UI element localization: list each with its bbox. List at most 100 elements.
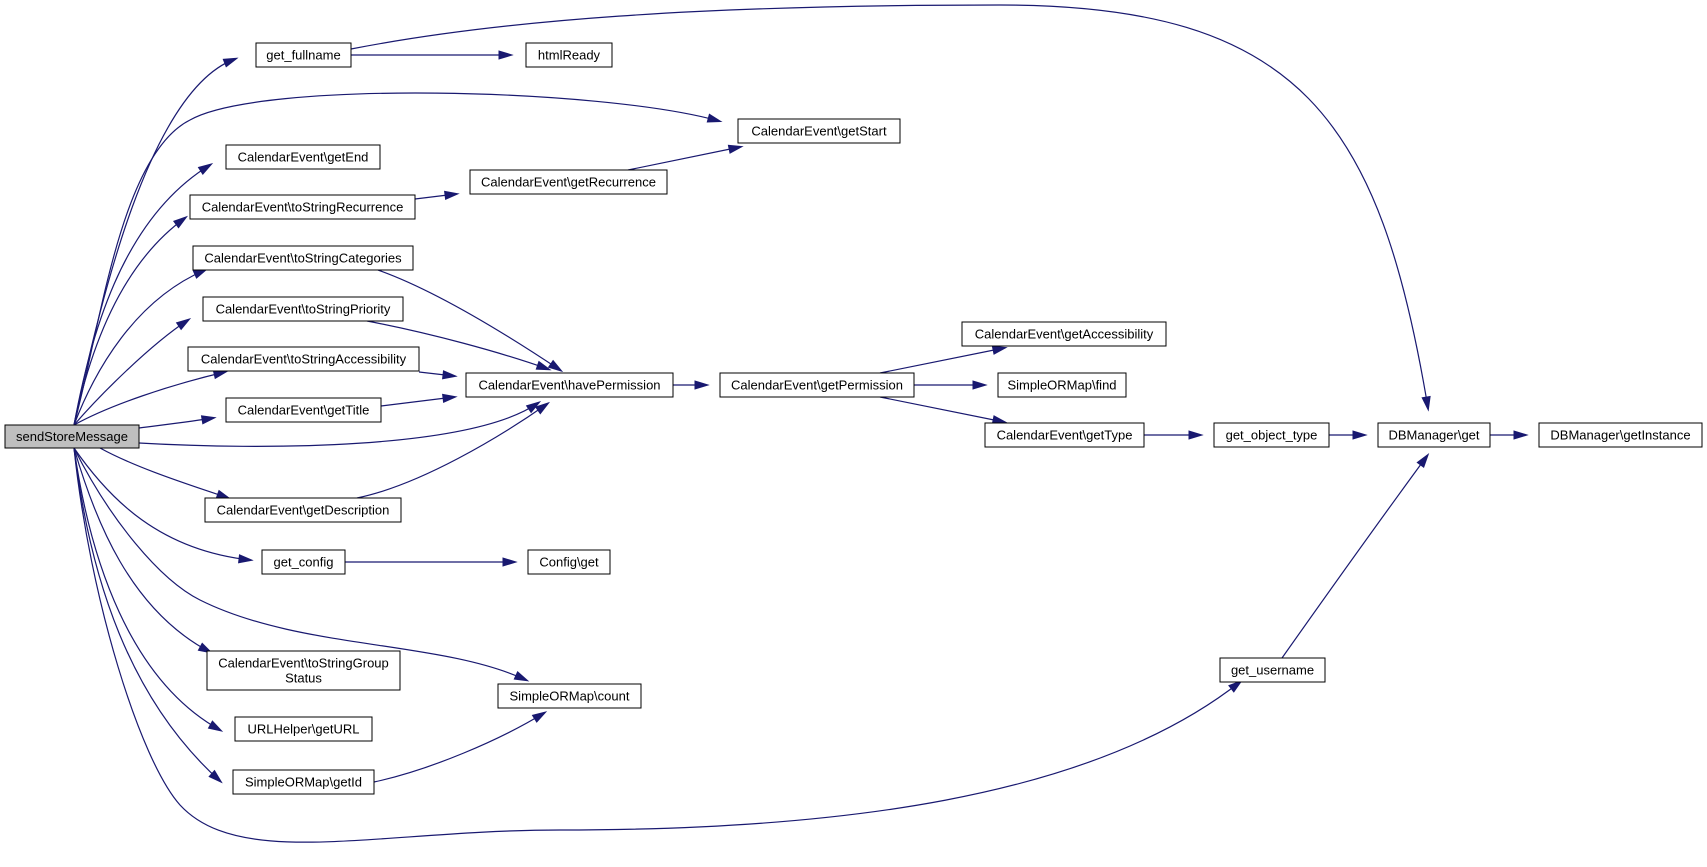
node-box xyxy=(719,372,915,398)
node-label: CalendarEvent\getDescription xyxy=(217,503,390,518)
node-box xyxy=(1213,422,1330,448)
node-label: CalendarEvent\getType xyxy=(997,428,1133,443)
arrowhead-icon xyxy=(212,370,229,380)
node-dbGetInstance[interactable]: DBManager\getInstance xyxy=(1538,422,1703,448)
node-label: CalendarEvent\toStringCategories xyxy=(204,251,402,266)
node-configGet[interactable]: Config\get xyxy=(527,549,611,575)
edge-getDescription-to-havePermission xyxy=(356,401,550,499)
node-box xyxy=(1219,657,1326,683)
node-label: CalendarEvent\getEnd xyxy=(238,150,369,165)
edge-getPermission-to-getType xyxy=(879,396,1008,425)
node-label: get_config xyxy=(274,555,334,570)
node-sendStoreMessage[interactable]: sendStoreMessage xyxy=(4,424,140,449)
edge-sendStoreMessage-to-toStringRecurrence xyxy=(73,215,188,426)
edge-line xyxy=(73,447,221,782)
node-label: CalendarEvent\toStringPriority xyxy=(216,302,391,317)
edge-line xyxy=(99,447,229,499)
node-getType[interactable]: CalendarEvent\getType xyxy=(984,422,1145,448)
arrowhead-icon xyxy=(1416,453,1430,469)
edge-line xyxy=(377,269,561,371)
edge-toStringCategories-to-havePermission xyxy=(377,269,564,373)
arrowhead-icon xyxy=(197,163,214,176)
node-dbGet[interactable]: DBManager\get xyxy=(1377,422,1491,448)
edge-line xyxy=(73,92,720,426)
node-getPermission[interactable]: CalendarEvent\getPermission xyxy=(719,372,915,398)
node-toStringCategories[interactable]: CalendarEvent\toStringCategories xyxy=(192,245,414,271)
edge-sendStoreMessage-to-get_config xyxy=(73,447,254,564)
node-label: CalendarEvent\getRecurrence xyxy=(481,175,656,190)
edge-line xyxy=(627,146,741,171)
edge-sendStoreMessage-to-getTitle xyxy=(138,415,217,429)
node-toStringRecurrence[interactable]: CalendarEvent\toStringRecurrence xyxy=(189,194,416,220)
node-box xyxy=(225,397,382,423)
arrowhead-icon xyxy=(208,769,223,784)
edge-ormGetId-to-ormCount xyxy=(373,711,548,783)
node-ormGetId[interactable]: SimpleORMap\getId xyxy=(232,769,375,795)
node-box xyxy=(232,769,375,795)
node-label: CalendarEvent\toStringAccessibility xyxy=(201,352,407,367)
edge-getType-to-get_object_type xyxy=(1144,430,1204,440)
node-box xyxy=(187,346,420,372)
edge-get_object_type-to-dbGet xyxy=(1329,430,1368,440)
arrowhead-icon xyxy=(972,380,988,390)
edge-line xyxy=(73,164,211,426)
node-label: DBManager\get xyxy=(1388,428,1479,443)
edge-sendStoreMessage-to-toStringGroupStatus xyxy=(73,447,214,654)
edge-get_fullname-to-htmlReady xyxy=(351,50,514,60)
node-get_object_type[interactable]: get_object_type xyxy=(1213,422,1330,448)
edge-dbGet-to-dbGetInstance xyxy=(1490,430,1529,440)
arrowhead-icon xyxy=(192,268,209,279)
node-get_fullname[interactable]: get_fullname xyxy=(255,42,352,68)
node-getEnd[interactable]: CalendarEvent\getEnd xyxy=(225,144,381,170)
node-get_username[interactable]: get_username xyxy=(1219,657,1326,683)
edge-sendStoreMessage-to-ormCount xyxy=(73,447,530,682)
arrowhead-icon xyxy=(200,415,217,425)
node-getStart[interactable]: CalendarEvent\getStart xyxy=(737,118,901,144)
arrowhead-icon xyxy=(1228,679,1243,693)
edge-line xyxy=(350,4,1429,409)
node-get_config[interactable]: get_config xyxy=(261,549,346,575)
node-box xyxy=(189,194,416,220)
edge-line xyxy=(73,447,221,731)
edge-havePermission-to-getPermission xyxy=(673,380,710,390)
node-box xyxy=(225,144,381,170)
node-box xyxy=(206,650,401,691)
arrowhead-icon xyxy=(535,360,552,371)
node-label: Config\get xyxy=(539,555,599,570)
edge-line xyxy=(73,447,1241,843)
arrowhead-icon xyxy=(706,113,723,123)
node-getAccessibility[interactable]: CalendarEvent\getAccessibility xyxy=(961,321,1167,347)
arrowhead-icon xyxy=(1513,430,1529,440)
node-toStringPriority[interactable]: CalendarEvent\toStringPriority xyxy=(202,296,404,322)
edges-layer xyxy=(73,4,1529,843)
arrowhead-icon xyxy=(238,554,254,564)
node-label: get_fullname xyxy=(266,48,340,63)
node-label: SimpleORMap\find xyxy=(1007,378,1116,393)
arrowhead-icon xyxy=(991,345,1008,355)
node-box xyxy=(202,296,404,322)
node-getDescription[interactable]: CalendarEvent\getDescription xyxy=(204,497,402,523)
node-htmlReady[interactable]: htmlReady xyxy=(525,42,613,68)
arrowhead-icon xyxy=(498,50,514,60)
arrowhead-icon xyxy=(513,670,530,682)
node-toStringAccessibility[interactable]: CalendarEvent\toStringAccessibility xyxy=(187,346,420,372)
node-getTitle[interactable]: CalendarEvent\getTitle xyxy=(225,397,382,423)
arrowhead-icon xyxy=(442,393,458,404)
edge-line xyxy=(879,347,1005,374)
edge-sendStoreMessage-to-getDescription xyxy=(99,447,232,500)
node-ormFind[interactable]: SimpleORMap\find xyxy=(997,372,1127,398)
node-box xyxy=(192,245,414,271)
edge-sendStoreMessage-to-getEnd xyxy=(73,163,214,426)
node-ormCount[interactable]: SimpleORMap\count xyxy=(497,683,642,709)
edge-line xyxy=(73,447,527,681)
node-getRecurrence[interactable]: CalendarEvent\getRecurrence xyxy=(469,169,668,195)
node-getURL[interactable]: URLHelper\getURL xyxy=(234,716,373,742)
node-box xyxy=(961,321,1167,347)
node-box xyxy=(737,118,901,144)
arrowhead-icon xyxy=(534,401,550,415)
edge-get_fullname-to-dbGet xyxy=(350,4,1431,412)
edge-sendStoreMessage-to-ormGetId xyxy=(73,447,223,784)
node-havePermission[interactable]: CalendarEvent\havePermission xyxy=(465,372,674,398)
node-label: sendStoreMessage xyxy=(16,429,128,444)
